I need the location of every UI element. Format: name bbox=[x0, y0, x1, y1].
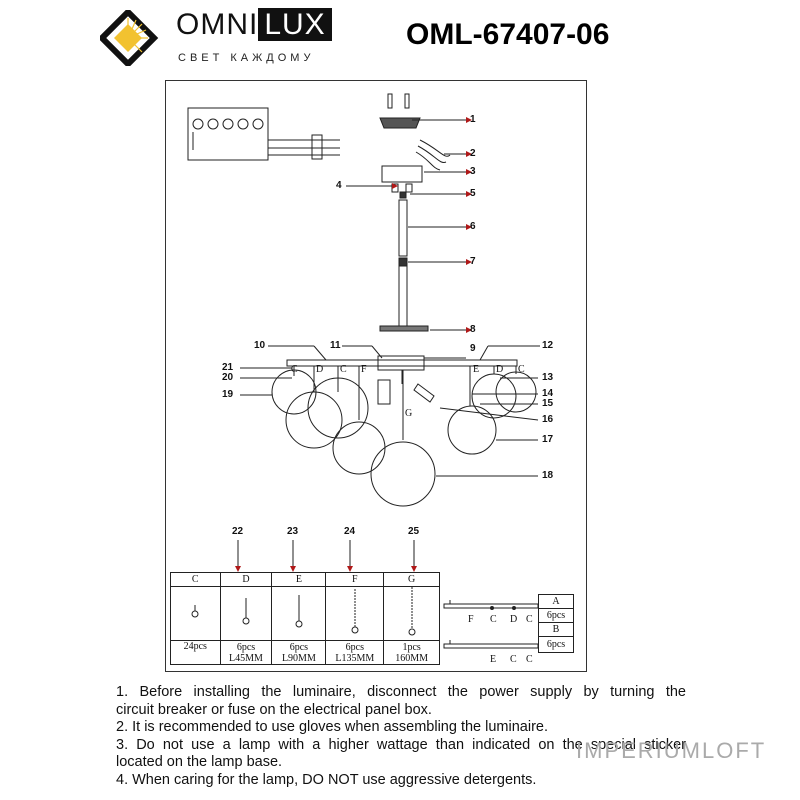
drawing-frame bbox=[165, 80, 587, 672]
installation-instructions: 1. Before installing the luminaire, disc… bbox=[116, 684, 686, 789]
part-number-23: 23 bbox=[287, 526, 299, 537]
arm-a-qty: 6pcs bbox=[538, 608, 574, 623]
part-length-g: 160MM bbox=[395, 652, 429, 664]
arm-b-letter: C bbox=[510, 654, 517, 665]
part-length-e: L90MM bbox=[281, 652, 316, 664]
part-qty: 24pcs bbox=[170, 640, 221, 665]
instruction-line: 1. Before installing the luminaire, disc… bbox=[116, 684, 686, 700]
arm-a-label: A bbox=[538, 594, 574, 609]
brand-tagline: СВЕТ КАЖДОМУ bbox=[178, 52, 315, 64]
arm-a-letter: F bbox=[468, 614, 474, 625]
instruction-line: 4. When caring for the lamp, DO NOT use … bbox=[116, 771, 537, 788]
callout-21: 21 bbox=[222, 362, 234, 373]
part-qty-g: 1pcs bbox=[402, 641, 421, 653]
callout-19: 19 bbox=[222, 389, 234, 400]
arm-a-letter: D bbox=[510, 614, 518, 625]
callout-11: 11 bbox=[330, 340, 341, 351]
callout-7: 7 bbox=[470, 256, 476, 267]
hanger-label-c: C bbox=[340, 364, 347, 375]
callout-16: 16 bbox=[542, 414, 554, 425]
arm-a-letter: C bbox=[490, 614, 497, 625]
instruction-line: 2. It is recommended to use gloves when … bbox=[116, 719, 548, 735]
callout-1: 1 bbox=[470, 114, 476, 125]
callout-2: 2 bbox=[470, 148, 476, 159]
parts-header: F bbox=[325, 572, 385, 587]
callout-4: 4 bbox=[336, 180, 342, 191]
hanger-label-c: C bbox=[518, 364, 525, 375]
part-number-22: 22 bbox=[232, 526, 244, 537]
callout-9: 9 bbox=[470, 343, 476, 354]
model-number: OML-67407-06 bbox=[406, 18, 610, 51]
part-qty-d: 6pcs bbox=[236, 641, 256, 653]
callout-12: 12 bbox=[542, 340, 554, 351]
instruction-line: located on the lamp base. bbox=[116, 754, 283, 770]
callout-5: 5 bbox=[470, 188, 476, 199]
arm-b-letter: C bbox=[526, 654, 533, 665]
hanger-label-d: D bbox=[496, 364, 504, 375]
part-qty-c: 24pcs bbox=[183, 641, 207, 652]
brand-name-part1: OMNI bbox=[176, 8, 259, 41]
callout-17: 17 bbox=[542, 434, 554, 445]
brand-name-part2: LUX bbox=[258, 8, 332, 41]
part-drawing-f bbox=[325, 586, 385, 641]
hanger-label-g: G bbox=[405, 408, 413, 419]
wiring-diagram-icon bbox=[187, 107, 340, 161]
callout-15: 15 bbox=[542, 398, 554, 409]
instruction-line: circuit breaker or fuse on the electrica… bbox=[116, 701, 432, 718]
arm-b-letter: E bbox=[490, 654, 497, 665]
part-drawing-c bbox=[170, 586, 221, 641]
part-qty-f: 6pcs bbox=[345, 641, 364, 653]
part-qty-e: 6pcs bbox=[289, 641, 309, 653]
parts-header: G bbox=[383, 572, 440, 587]
callout-18: 18 bbox=[542, 470, 554, 481]
parts-header: C bbox=[170, 572, 221, 587]
parts-header: E bbox=[271, 572, 327, 587]
callout-10: 10 bbox=[254, 340, 266, 351]
assembly-drawing bbox=[187, 93, 540, 572]
callout-8: 8 bbox=[470, 324, 476, 335]
parts-header: D bbox=[219, 572, 273, 587]
callout-20: 20 bbox=[222, 372, 234, 383]
hanger-label-d: D bbox=[316, 364, 324, 375]
part-length-d: L45MM bbox=[229, 652, 263, 664]
part-length-f: L135MM bbox=[335, 652, 375, 664]
hanger-label-f: F bbox=[361, 364, 367, 375]
part-drawing-e bbox=[271, 586, 327, 641]
part-number-24: 24 bbox=[344, 526, 356, 537]
hanger-label-e: E bbox=[473, 364, 480, 375]
instruction-line: 3. Do not use a lamp with a higher watta… bbox=[116, 736, 686, 753]
part-number-25: 25 bbox=[408, 526, 420, 537]
watermark: IMPERIUMLOFT bbox=[576, 738, 767, 763]
omnilux-logo-icon bbox=[100, 10, 159, 66]
arm-a-letter: C bbox=[526, 614, 533, 625]
callout-14: 14 bbox=[542, 388, 554, 399]
arm-b-qty: 6pcs bbox=[538, 636, 574, 653]
part-drawing-d bbox=[219, 586, 273, 641]
arm-b-label: B bbox=[538, 622, 574, 637]
callout-13: 13 bbox=[542, 372, 554, 383]
callout-6: 6 bbox=[470, 221, 476, 232]
part-drawing-g bbox=[383, 586, 440, 641]
hanger-label-c: C bbox=[291, 364, 298, 375]
arms-table: A 6pcs B 6pcs bbox=[538, 594, 574, 653]
callout-3: 3 bbox=[470, 166, 476, 177]
